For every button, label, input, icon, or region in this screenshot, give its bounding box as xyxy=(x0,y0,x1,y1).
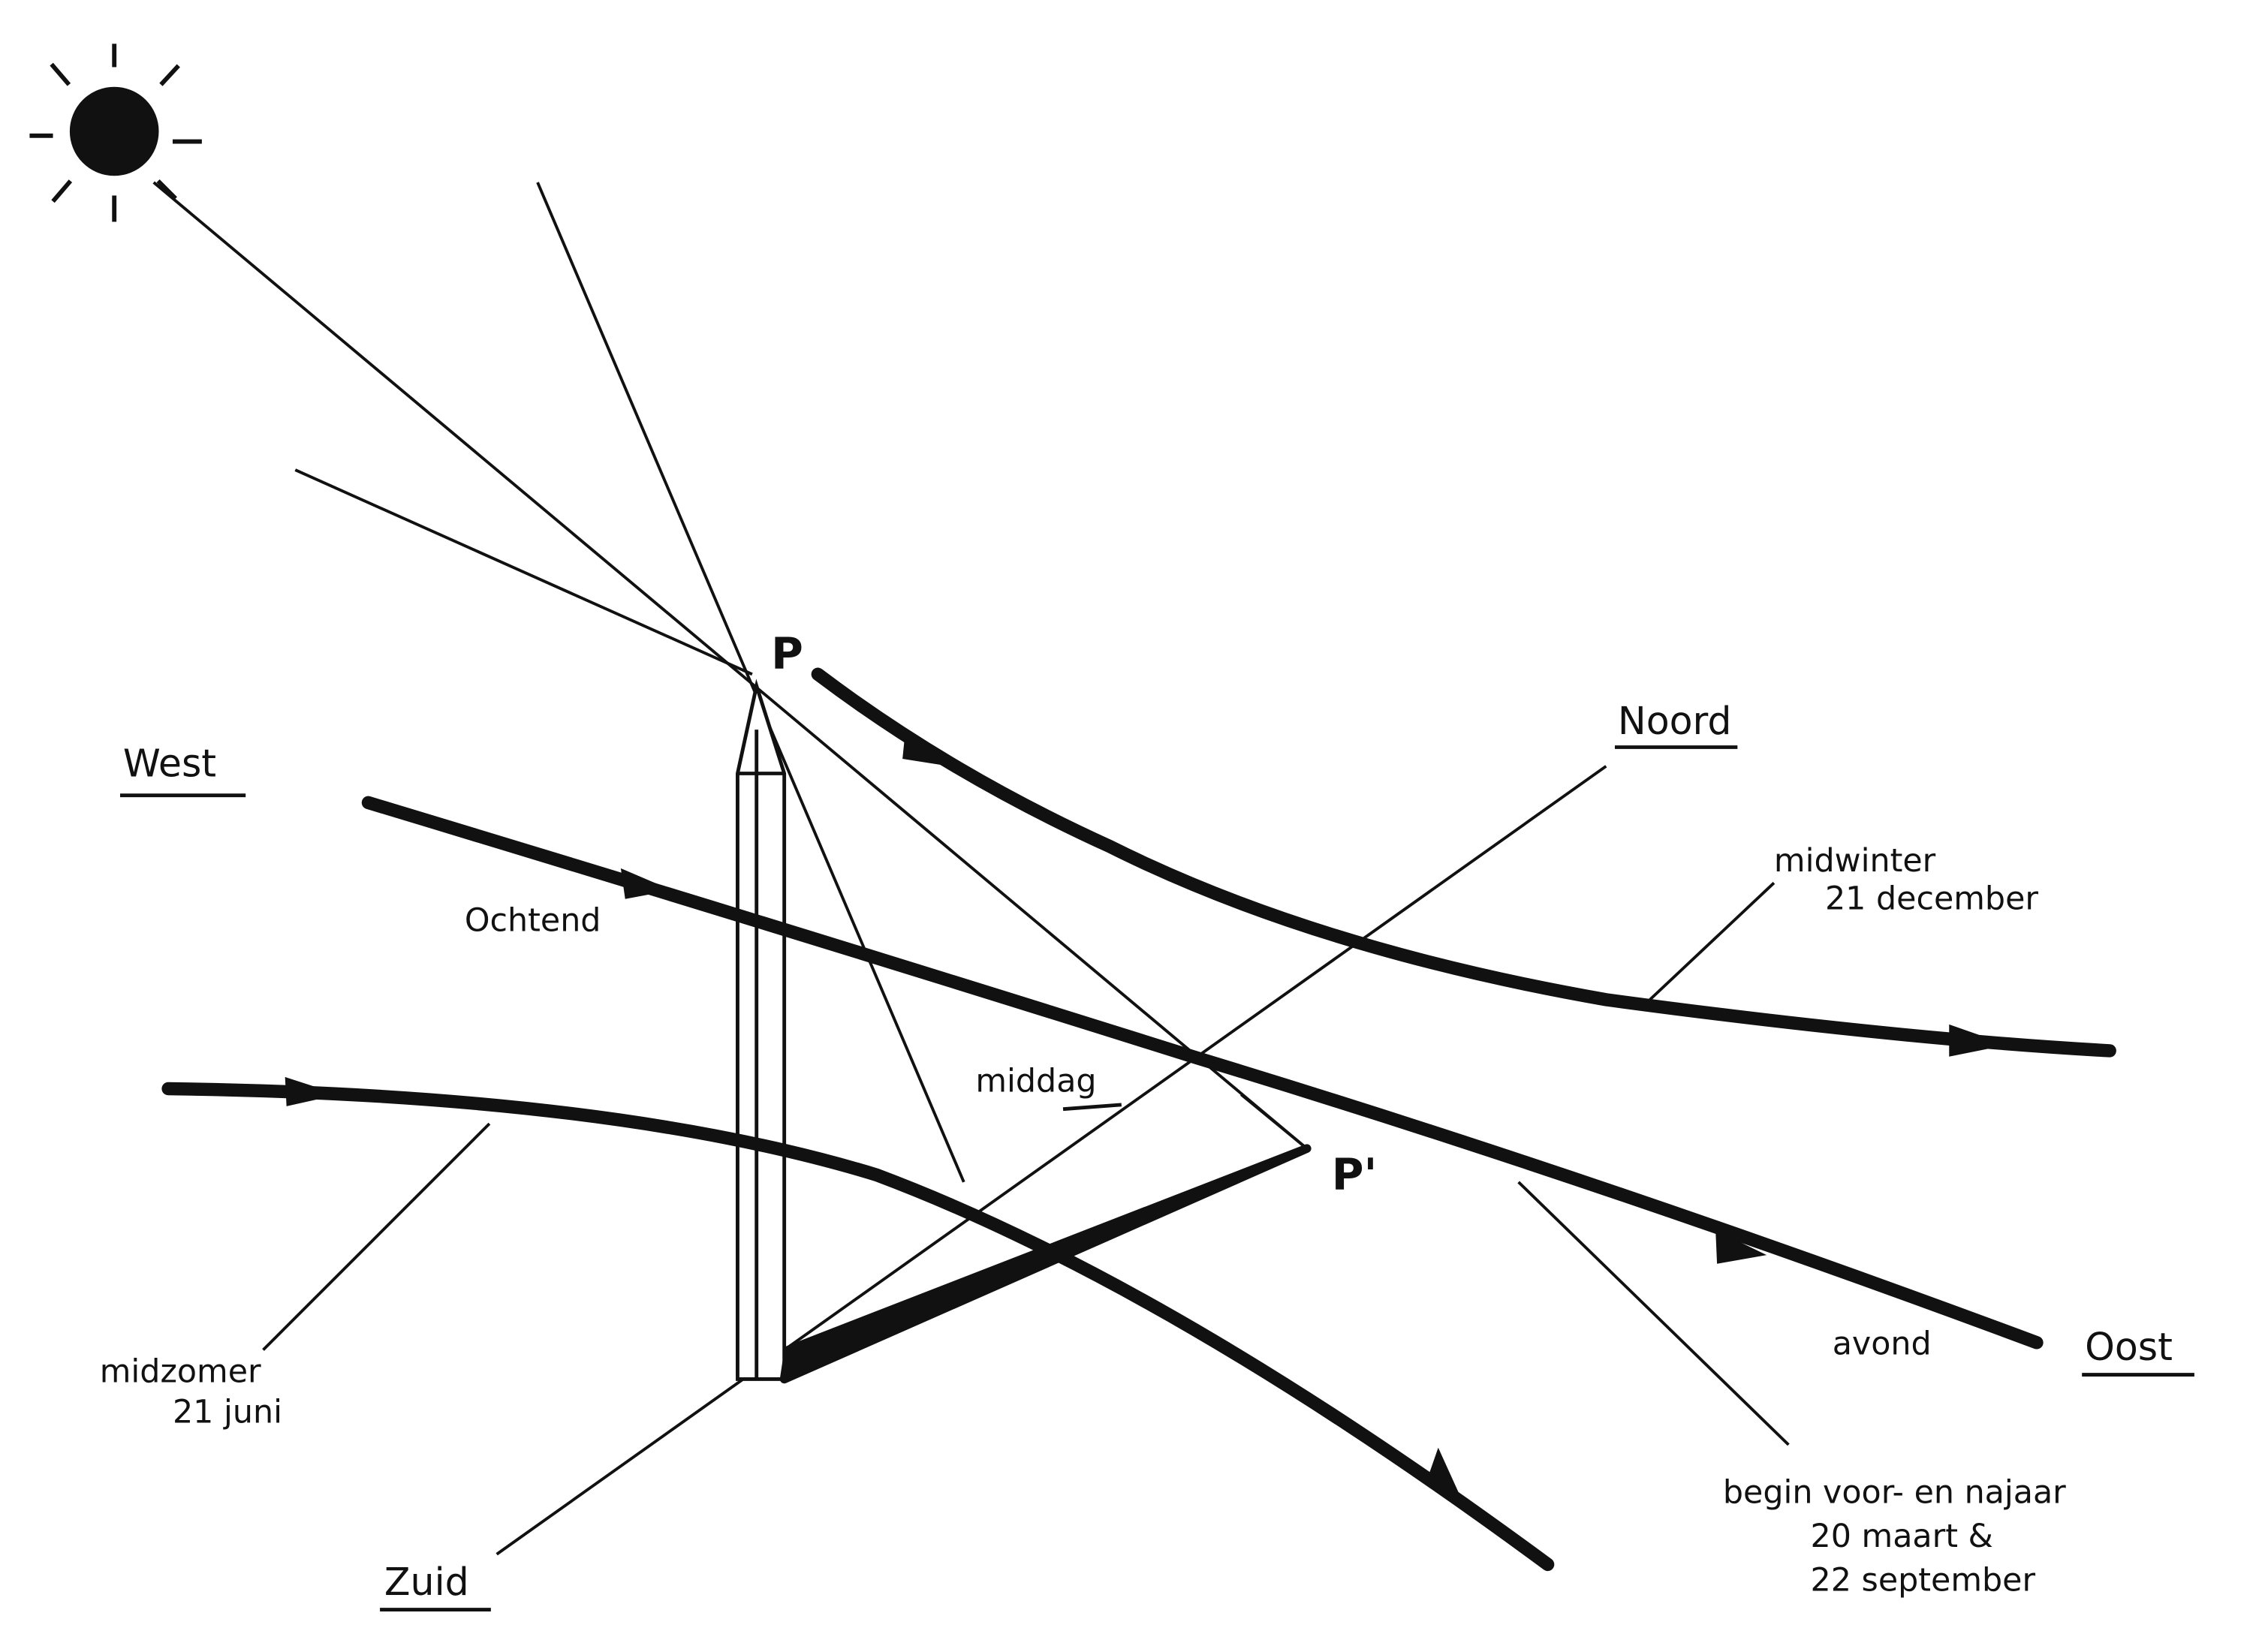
noord-zuid-axis xyxy=(495,765,1607,1556)
label-p-prime: P' xyxy=(1332,1149,1378,1200)
label-midwinter-date: 21 december xyxy=(1825,880,2038,917)
pole xyxy=(736,679,787,1381)
label-middag: middag xyxy=(975,1062,1096,1100)
label-p: P xyxy=(771,628,803,679)
construction-line xyxy=(294,468,753,676)
label-zuid: Zuid xyxy=(384,1560,469,1604)
label-midzomer-date: 21 juni xyxy=(173,1394,282,1431)
arrow-icon xyxy=(1949,1024,2008,1057)
label-equinox-date-1: 20 maart & xyxy=(1811,1518,1993,1555)
label-noord: Noord xyxy=(1618,699,1732,743)
arrow-icon xyxy=(285,1076,339,1106)
arrow-icon xyxy=(902,730,950,766)
leader-line-midzomer xyxy=(262,1122,491,1351)
arrow-icon xyxy=(1428,1447,1460,1496)
midwinter-sun-path xyxy=(811,667,2116,1058)
label-ochtend: Ochtend xyxy=(465,901,601,939)
arrow-icon xyxy=(1715,1230,1767,1264)
construction-line xyxy=(1240,1093,1308,1150)
label-midzomer: midzomer xyxy=(100,1353,261,1390)
label-oost: Oost xyxy=(2085,1325,2173,1369)
sun-icon xyxy=(29,44,202,222)
arrow-icon xyxy=(620,868,672,899)
label-equinox: begin voor- en najaar xyxy=(1723,1474,2066,1512)
label-avond: avond xyxy=(1833,1325,1932,1362)
leader-line-equinox xyxy=(1517,1181,1790,1446)
midzomer-sun-path xyxy=(161,1082,1555,1572)
label-midwinter: midwinter xyxy=(1774,842,1936,880)
construction-line xyxy=(536,182,965,1183)
label-west: West xyxy=(123,741,216,785)
leader-line-midwinter xyxy=(1649,881,1776,1001)
direction-arrows xyxy=(285,730,2008,1496)
label-equinox-date-2: 22 september xyxy=(1811,1561,2036,1599)
